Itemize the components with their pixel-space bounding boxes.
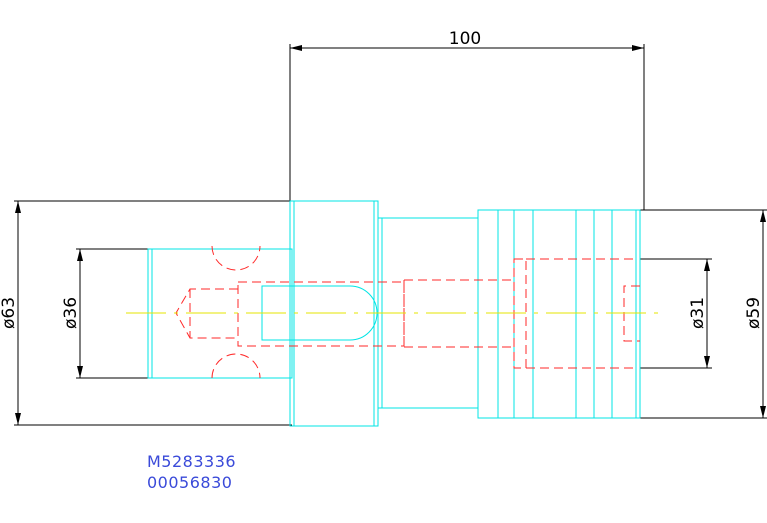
diameter-59-dimension: ø59 — [640, 209, 767, 419]
diameter-36-label: ø36 — [61, 297, 81, 329]
length-dimension-label: 100 — [449, 29, 481, 49]
part-code-secondary: 00056830 — [147, 473, 233, 492]
diameter-31-label: ø31 — [688, 297, 708, 329]
diameter-63-label: ø63 — [0, 297, 19, 329]
diameter-36-dimension: ø36 — [61, 248, 152, 379]
hidden-lines — [175, 245, 640, 379]
diameter-63-dimension: ø63 — [0, 200, 292, 426]
diameter-31-dimension: ø31 — [640, 258, 712, 369]
part-code-primary: M5283336 — [147, 452, 237, 471]
diameter-59-label: ø59 — [744, 297, 764, 329]
length-dimension: 100 — [289, 29, 645, 210]
